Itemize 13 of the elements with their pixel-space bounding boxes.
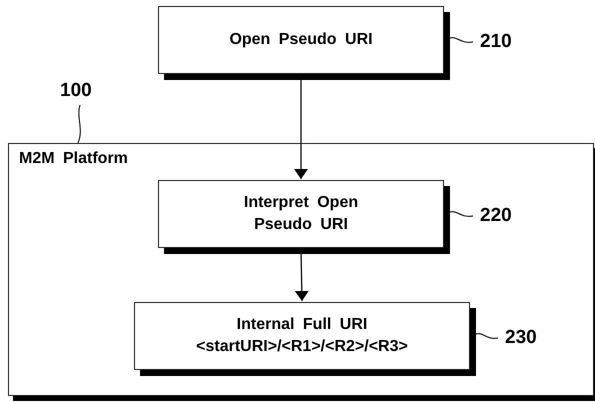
leader-line [450, 211, 474, 217]
box-label: Interpret Open Pseudo URI [242, 192, 360, 235]
reference-number: 210 [480, 31, 512, 53]
reference-number: 230 [505, 327, 537, 349]
leader-line [476, 333, 498, 339]
box-label: Internal Full URI [236, 314, 368, 335]
box-label: <startURI>/<R1>/<R2>/<R3> [196, 337, 408, 357]
leader-line [450, 37, 474, 43]
leader-line [78, 104, 81, 144]
reference-number: 100 [60, 80, 92, 102]
box-label: Open Pseudo URI [229, 30, 373, 50]
reference-number: 220 [480, 205, 512, 227]
frame-title: M2M Platform [19, 149, 128, 169]
